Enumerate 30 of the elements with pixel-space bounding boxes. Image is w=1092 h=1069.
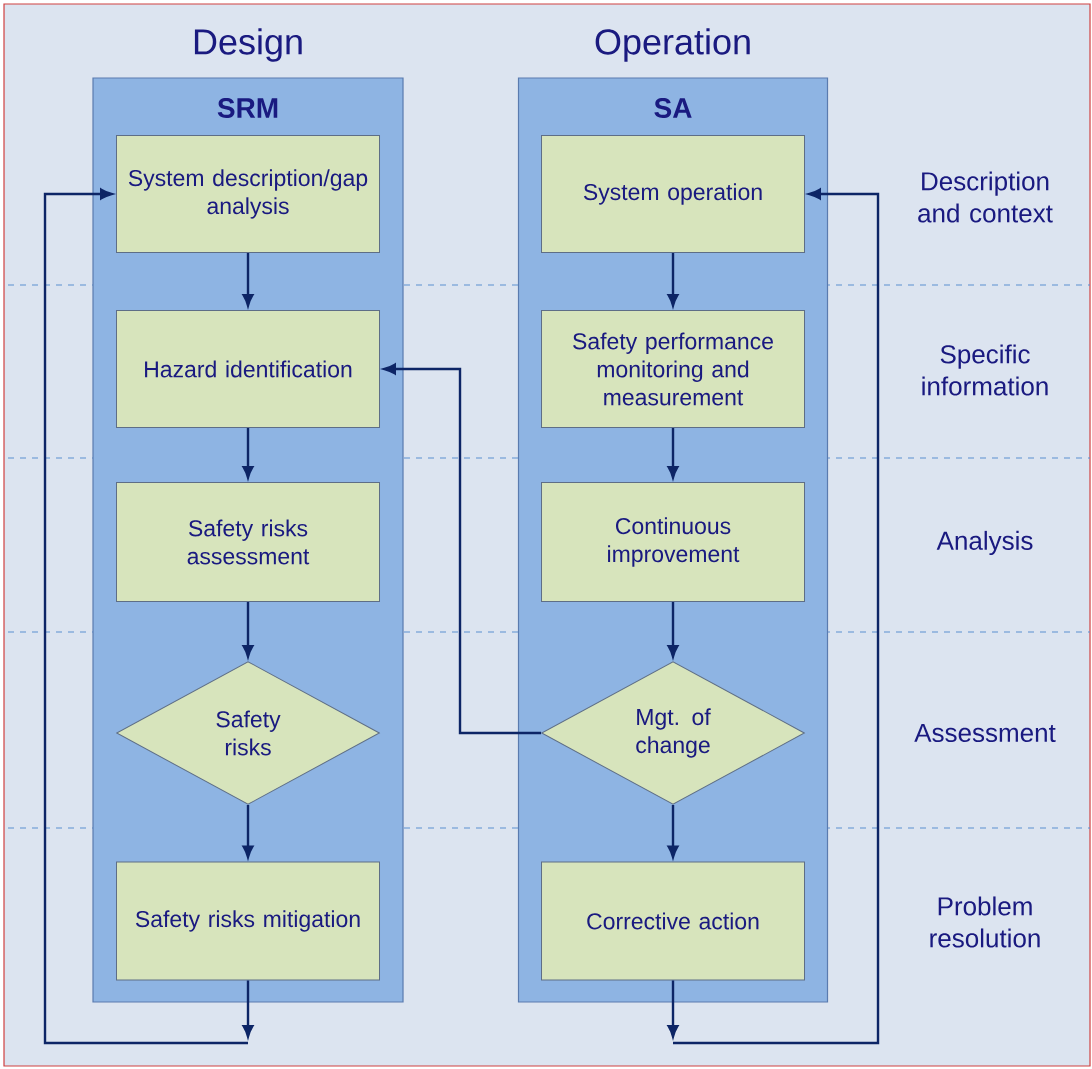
- arrow: [242, 980, 254, 1038]
- column-heading: Operation: [595, 28, 750, 62]
- arrow: [383, 363, 541, 735]
- arrow: [242, 602, 254, 658]
- arrow: [673, 188, 880, 1045]
- arrow: [667, 980, 679, 1038]
- row-label: Description and context: [918, 171, 1053, 223]
- row-label: Specific information: [922, 344, 1048, 396]
- arrow: [667, 602, 679, 658]
- arrow: [667, 253, 679, 307]
- process-box: Safety risks assessment: [116, 482, 380, 602]
- column-heading: Design: [194, 28, 302, 62]
- row-label: Problem resolution: [930, 896, 1040, 948]
- process-box: Corrective action: [541, 861, 805, 981]
- process-box: System description/gap analysis: [116, 135, 380, 253]
- arrow: [242, 428, 254, 479]
- arrow: [667, 428, 679, 479]
- process-box: Continuous improvement: [541, 482, 805, 602]
- arrow: [242, 805, 254, 859]
- process-box: System operation: [541, 135, 805, 253]
- process-box: Hazard identification: [116, 310, 380, 428]
- arrow: [667, 805, 679, 859]
- row-label: Assessment: [914, 723, 1056, 743]
- arrow: [242, 253, 254, 307]
- arrow: [43, 188, 248, 1045]
- process-box: Safety risks mitigation: [116, 861, 380, 981]
- column-title: SA: [654, 98, 692, 118]
- row-label: Analysis: [936, 530, 1033, 556]
- column-title: SRM: [217, 98, 278, 118]
- process-box: Safety performance monitoring and measurement: [541, 310, 805, 428]
